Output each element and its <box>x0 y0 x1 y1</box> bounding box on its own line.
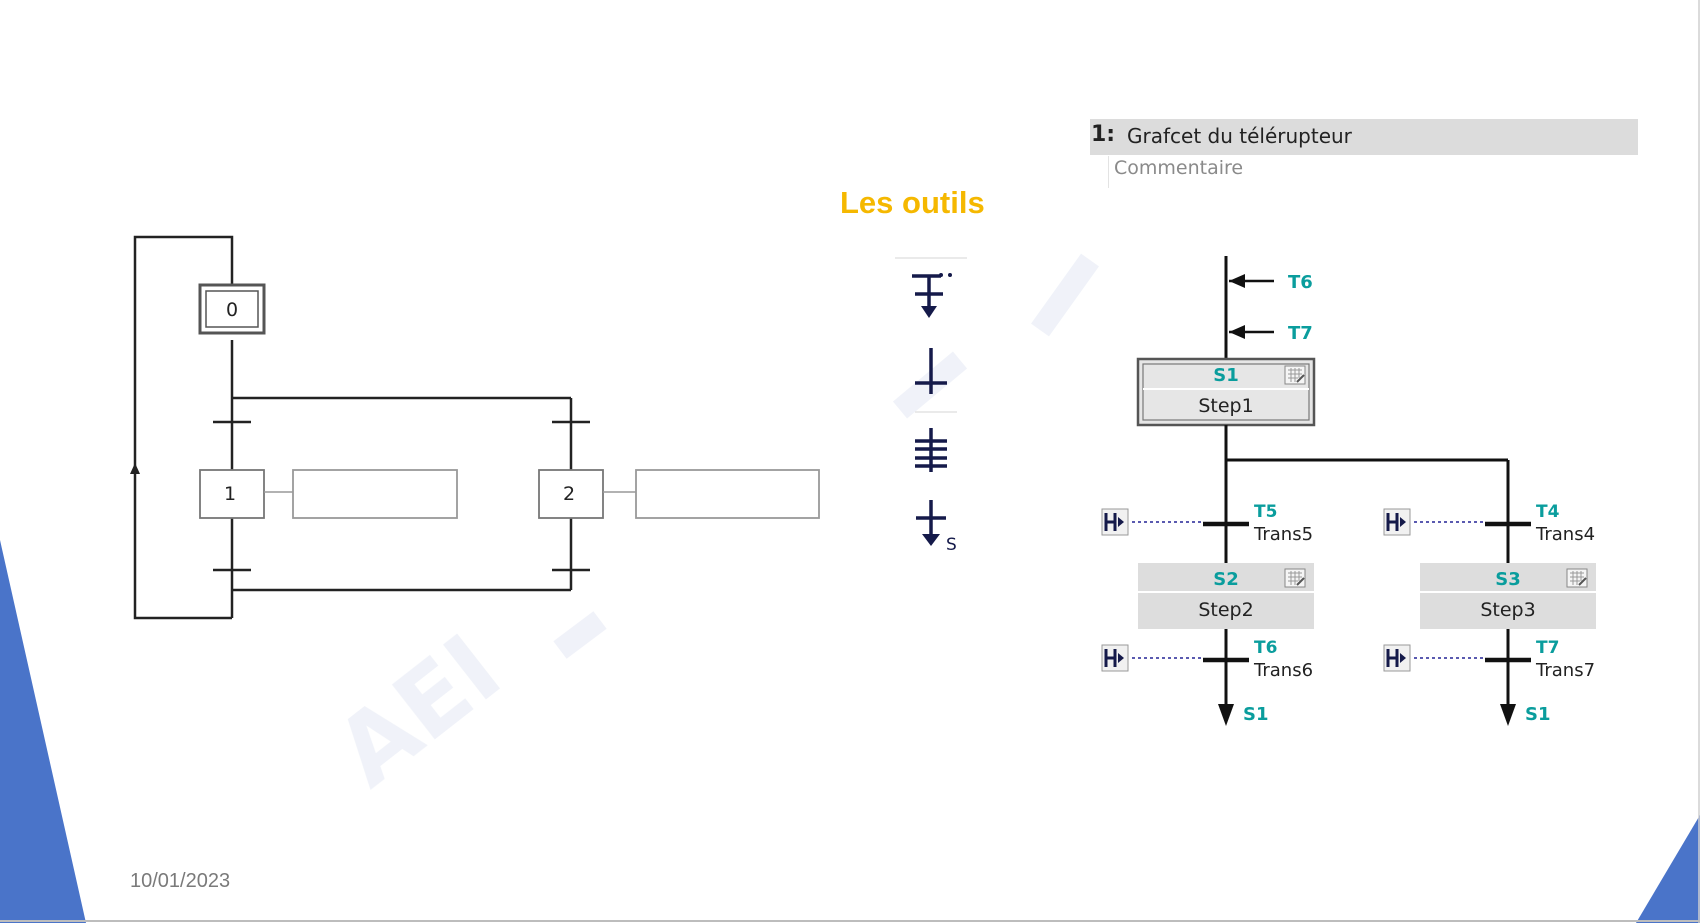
left-step-2-label: 2 <box>563 483 575 505</box>
step-transition-tool-icon[interactable] <box>912 273 952 318</box>
plc-step-s3-edit-icon[interactable] <box>1566 568 1588 588</box>
plc-transition-t6-condition-icon[interactable] <box>1101 644 1129 672</box>
block-title[interactable]: Grafcet du télérupteur <box>1127 124 1352 148</box>
exit-jump-right-label: S1 <box>1525 704 1551 725</box>
exit-jump-left-label: S1 <box>1243 704 1269 725</box>
plc-step-s1[interactable]: S1 Step1 <box>1136 357 1316 427</box>
left-step-2: 2 <box>538 469 820 519</box>
transition-tool-icon[interactable] <box>915 348 947 394</box>
plc-step-s3-name: Step3 <box>1480 599 1535 621</box>
corner-shape-right <box>1636 815 1700 923</box>
corner-shape-left <box>0 540 86 923</box>
watermark: AEI <box>316 253 1099 808</box>
left-step-1: 1 <box>199 469 458 519</box>
comment-divider <box>1108 156 1109 188</box>
left-grafcet <box>130 235 590 620</box>
left-step-2-action <box>635 469 820 519</box>
plc-step-s2-name: Step2 <box>1198 599 1253 621</box>
plc-step-s2-edit-icon[interactable] <box>1284 568 1306 588</box>
block-number: 1: <box>1091 122 1116 147</box>
plc-transition-t7-name: Trans7 <box>1535 660 1595 681</box>
entry-jump-t7 <box>1229 325 1274 339</box>
plc-transition-t4[interactable] <box>1414 521 1531 527</box>
parallel-branch-tool-icon[interactable] <box>915 428 947 472</box>
block-comment[interactable]: Commentaire <box>1114 157 1244 179</box>
plc-transition-t5-condition-icon[interactable] <box>1101 508 1129 536</box>
exit-jump-right <box>1500 704 1516 726</box>
left-step-0: 0 <box>198 283 266 335</box>
plc-step-s1-id: S1 <box>1213 365 1239 386</box>
plc-transition-t5-id: T5 <box>1254 502 1277 522</box>
plc-transition-t7-id: T7 <box>1536 638 1559 658</box>
plc-step-s1-edit-icon[interactable] <box>1284 365 1306 385</box>
block-header-bar <box>1090 119 1638 155</box>
plc-step-s2-id: S2 <box>1213 569 1239 590</box>
plc-step-s3[interactable]: S3 Step3 <box>1420 563 1596 629</box>
watermark-text: AEI <box>316 614 521 808</box>
left-step-0-label: 0 <box>226 299 238 321</box>
plc-transition-t4-id: T4 <box>1536 502 1560 522</box>
plc-transition-t6-id: T6 <box>1254 638 1277 658</box>
plc-step-s2[interactable]: S2 Step2 <box>1138 563 1314 629</box>
entry-jump-t6 <box>1229 274 1274 288</box>
plc-transition-t7[interactable] <box>1414 657 1531 663</box>
tools-palette: S <box>895 257 967 555</box>
jump-step-tool-suffix: S <box>946 535 957 555</box>
entry-jump-t7-label: T7 <box>1288 323 1313 344</box>
plc-transition-t4-condition-icon[interactable] <box>1383 508 1411 536</box>
plc-transition-t5-name: Trans5 <box>1253 524 1313 545</box>
entry-jump-t6-label: T6 <box>1288 272 1313 293</box>
plc-transition-t7-condition-icon[interactable] <box>1383 644 1411 672</box>
slide-date: 10/01/2023 <box>130 870 231 892</box>
plc-transition-t6[interactable] <box>1132 657 1249 663</box>
plc-step-s3-id: S3 <box>1495 569 1521 590</box>
exit-jump-left <box>1218 704 1234 726</box>
tools-title: Les outils <box>840 185 985 220</box>
plc-transition-t6-name: Trans6 <box>1253 660 1313 681</box>
plc-grafcet: T6 T7 S1 Step1 <box>1101 256 1596 726</box>
plc-step-s1-name: Step1 <box>1198 395 1253 417</box>
plc-transition-t4-name: Trans4 <box>1535 524 1595 545</box>
jump-step-tool-icon[interactable] <box>916 500 946 546</box>
left-step-1-action <box>292 469 458 519</box>
plc-transition-t5[interactable] <box>1132 521 1249 527</box>
left-step-1-label: 1 <box>224 483 236 505</box>
